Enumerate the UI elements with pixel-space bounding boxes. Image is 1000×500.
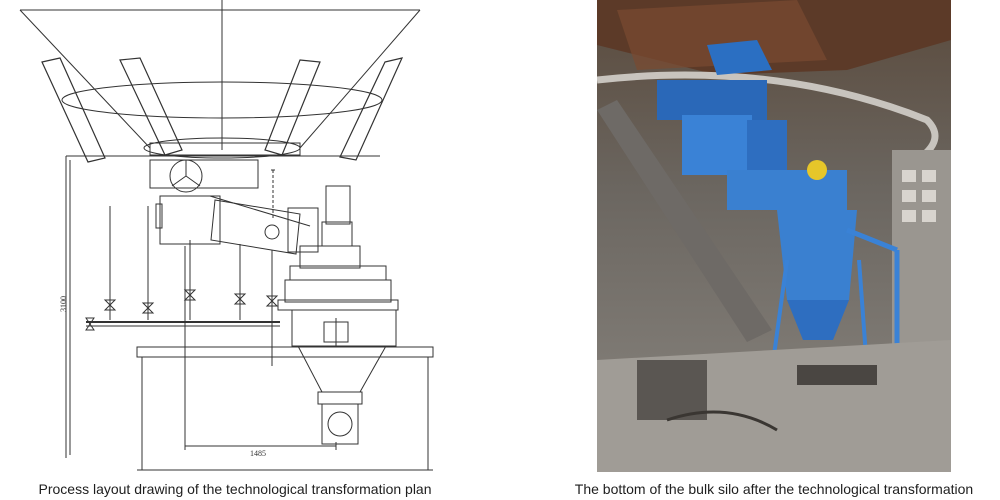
valve-icon <box>141 302 155 314</box>
dimension-vertical: 3100 <box>59 160 71 455</box>
right-caption: The bottom of the bulk silo after the te… <box>574 481 974 497</box>
silo-bottom-photo <box>596 0 951 472</box>
frame <box>65 155 380 458</box>
valve-icon <box>103 299 117 311</box>
support-legs <box>41 57 404 163</box>
valve-icon <box>233 293 247 305</box>
valve-icon <box>85 317 95 331</box>
pipes-and-valves <box>85 206 280 448</box>
valve-icon <box>183 289 197 301</box>
left-caption: Process layout drawing of the technologi… <box>38 481 432 497</box>
process-layout-drawing: 3100 <box>0 0 470 476</box>
dimension-horizontal-label: 1485 <box>250 449 266 458</box>
dimension-horizontal: 1485 <box>184 442 337 458</box>
motor-gearbox <box>277 185 399 311</box>
base-table <box>136 346 434 471</box>
dimension-vertical-label: 3100 <box>59 296 68 312</box>
gate-assembly <box>149 159 311 245</box>
silo-cone <box>19 0 421 159</box>
screw-conveyor <box>210 169 319 255</box>
valve-icon <box>265 295 279 307</box>
lower-hopper <box>291 309 397 445</box>
